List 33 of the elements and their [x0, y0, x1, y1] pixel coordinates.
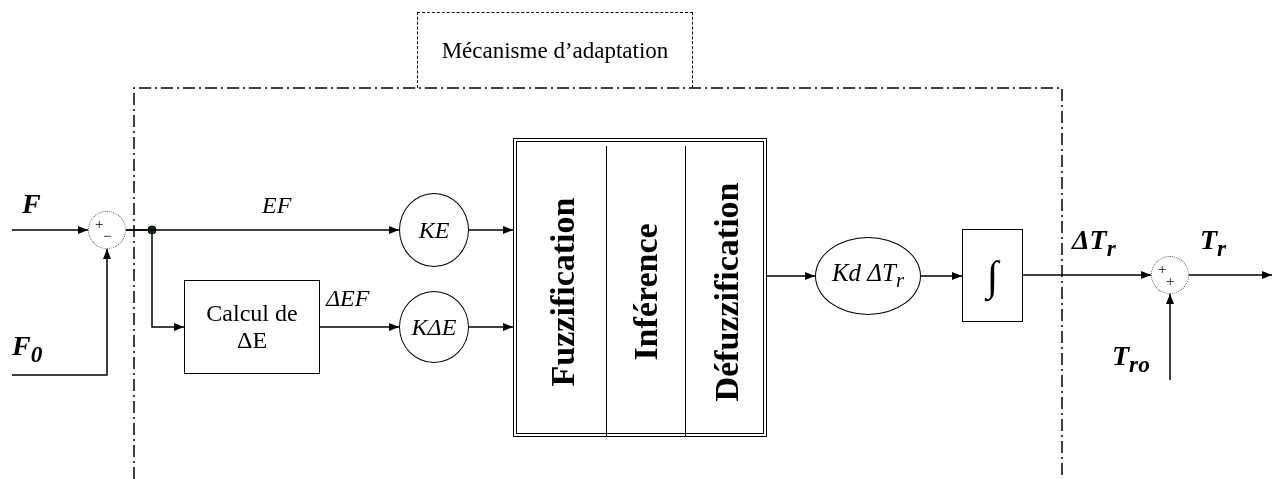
arrow: [468, 226, 514, 234]
signal-label: T$_{ro}$: [1112, 340, 1150, 378]
arrow: [920, 272, 963, 280]
arrow: [1166, 293, 1174, 381]
sign-text: +: [1166, 274, 1175, 289]
arrow: [11, 248, 111, 376]
signal-label: T$_{r}$: [1200, 224, 1227, 262]
arrow: [125, 229, 185, 331]
sign-text: −: [103, 229, 112, 244]
arrow: [766, 272, 816, 280]
arrow: [1188, 271, 1273, 279]
block-label: Calcul de ΔE: [205, 300, 299, 354]
signal-label: F$_{0}$: [12, 330, 43, 368]
stage-label: Inférence: [627, 222, 665, 361]
sign-text: +: [1158, 262, 1167, 277]
stage-label: Défuzzification: [707, 182, 746, 401]
arrow: [468, 323, 514, 331]
signal-label: F: [22, 188, 41, 220]
block-label: KE: [418, 216, 450, 244]
title-box: [417, 12, 693, 88]
sign-text: +: [95, 217, 104, 232]
signal-label: ΔT$_{r}$: [1072, 224, 1116, 262]
arrow: [1022, 271, 1152, 279]
fuzzy-controller-box: [513, 138, 767, 437]
title-text: Mécanisme d’adaptation: [441, 37, 669, 64]
stage-label: Fuzzification: [544, 197, 583, 386]
arrow: [319, 323, 400, 331]
block-label: Kd ΔT$_{r}$: [831, 259, 905, 293]
integral-symbol: ∫: [986, 251, 999, 300]
arrow: [11, 226, 89, 234]
block-label: KΔE: [411, 313, 457, 341]
process-box: [962, 229, 1023, 322]
process-box: [184, 280, 320, 374]
